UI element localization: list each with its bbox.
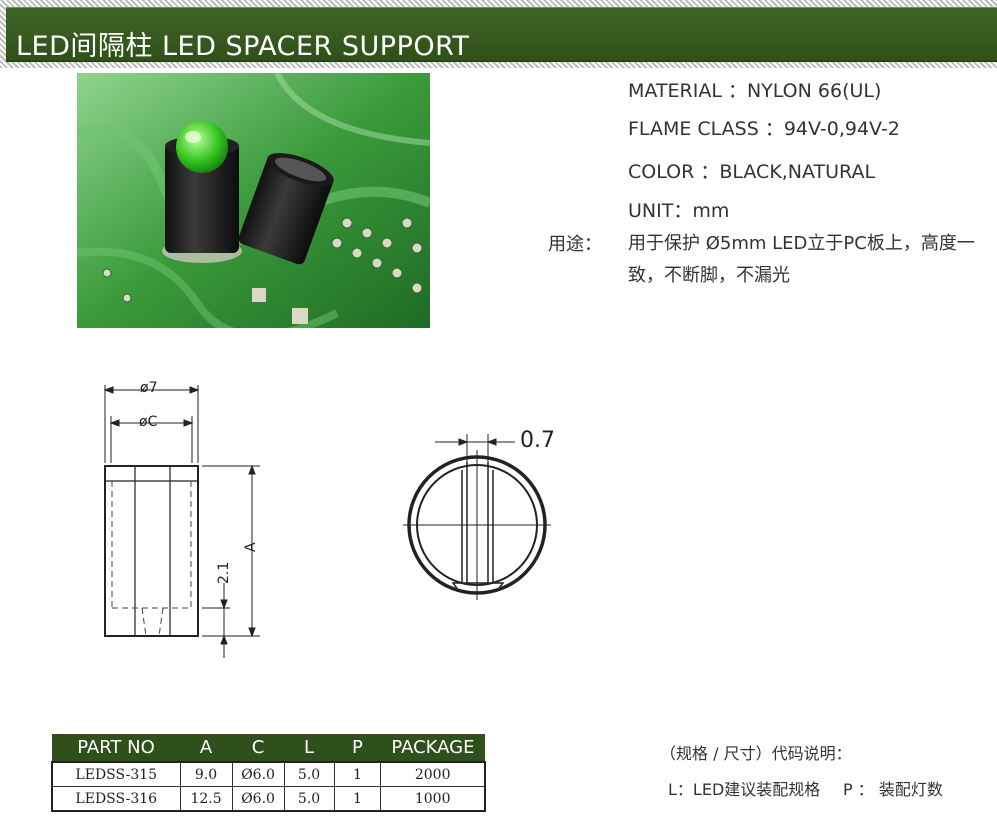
dim-a-label: A — [243, 542, 259, 552]
cell-a: 12.5 — [179, 786, 233, 812]
cell-part-no: LEDSS-316 — [51, 786, 181, 812]
dim-2-1-label: 2.1 — [216, 561, 232, 584]
cell-c: Ø6.0 — [231, 761, 285, 787]
col-c: C — [232, 734, 285, 762]
table-row: LEDSS-315 9.0 Ø6.0 5.0 1 2000 — [51, 761, 486, 787]
dim-inner-label: øC — [139, 414, 158, 430]
parts-table: PART NO A C L P PACKAGE LEDSS-315 9.0 Ø6… — [51, 734, 486, 812]
table-row: LEDSS-316 12.5 Ø6.0 5.0 1 1000 — [51, 786, 486, 812]
page-title: LED间隔柱 LED SPACER SUPPORT — [16, 31, 470, 62]
col-p: P — [334, 734, 381, 762]
cell-part-no: LEDSS-315 — [51, 761, 181, 787]
cell-l: 5.0 — [283, 761, 335, 787]
usage-label: 用途： — [548, 234, 602, 255]
side-view-drawing — [103, 385, 260, 658]
cell-p: 1 — [333, 786, 382, 812]
top-view-drawing — [403, 434, 551, 600]
col-l: L — [284, 734, 335, 762]
col-part-no: PART NO — [52, 734, 181, 762]
spec-material: MATERIAL ：NYLON 66(UL) — [628, 80, 882, 102]
dim-0-7-label: 0.7 — [520, 428, 555, 453]
cell-l: 5.0 — [283, 786, 335, 812]
spec-color: COLOR ：BLACK,NATURAL — [628, 161, 876, 183]
header-bar: LED间隔柱 LED SPACER SUPPORT — [6, 7, 997, 62]
cell-package: 2000 — [380, 761, 486, 787]
spec-unit: UNIT：mm — [628, 200, 730, 222]
legend-title: （规格 / 尺寸）代码说明： — [660, 744, 852, 763]
cell-p: 1 — [333, 761, 382, 787]
cell-c: Ø6.0 — [231, 786, 285, 812]
col-package: PACKAGE — [380, 734, 485, 762]
usage-text: 用于保护 Ø5mm LED立于PC板上，高度一致，不断脚，不漏光 — [628, 233, 975, 286]
legend-p: P ： 装配灯数 — [843, 780, 943, 799]
cell-package: 1000 — [380, 786, 486, 812]
dim-outer-label: ø7 — [140, 380, 158, 396]
legend-l: L：LED建议装配规格 — [668, 780, 821, 799]
header-banner: LED间隔柱 LED SPACER SUPPORT — [0, 0, 997, 68]
cell-a: 9.0 — [179, 761, 233, 787]
col-a: A — [180, 734, 233, 762]
table-header-row: PART NO A C L P PACKAGE — [52, 734, 485, 762]
product-photo — [77, 73, 430, 328]
spec-flame-class: FLAME CLASS ：94V-0,94V-2 — [628, 118, 900, 140]
